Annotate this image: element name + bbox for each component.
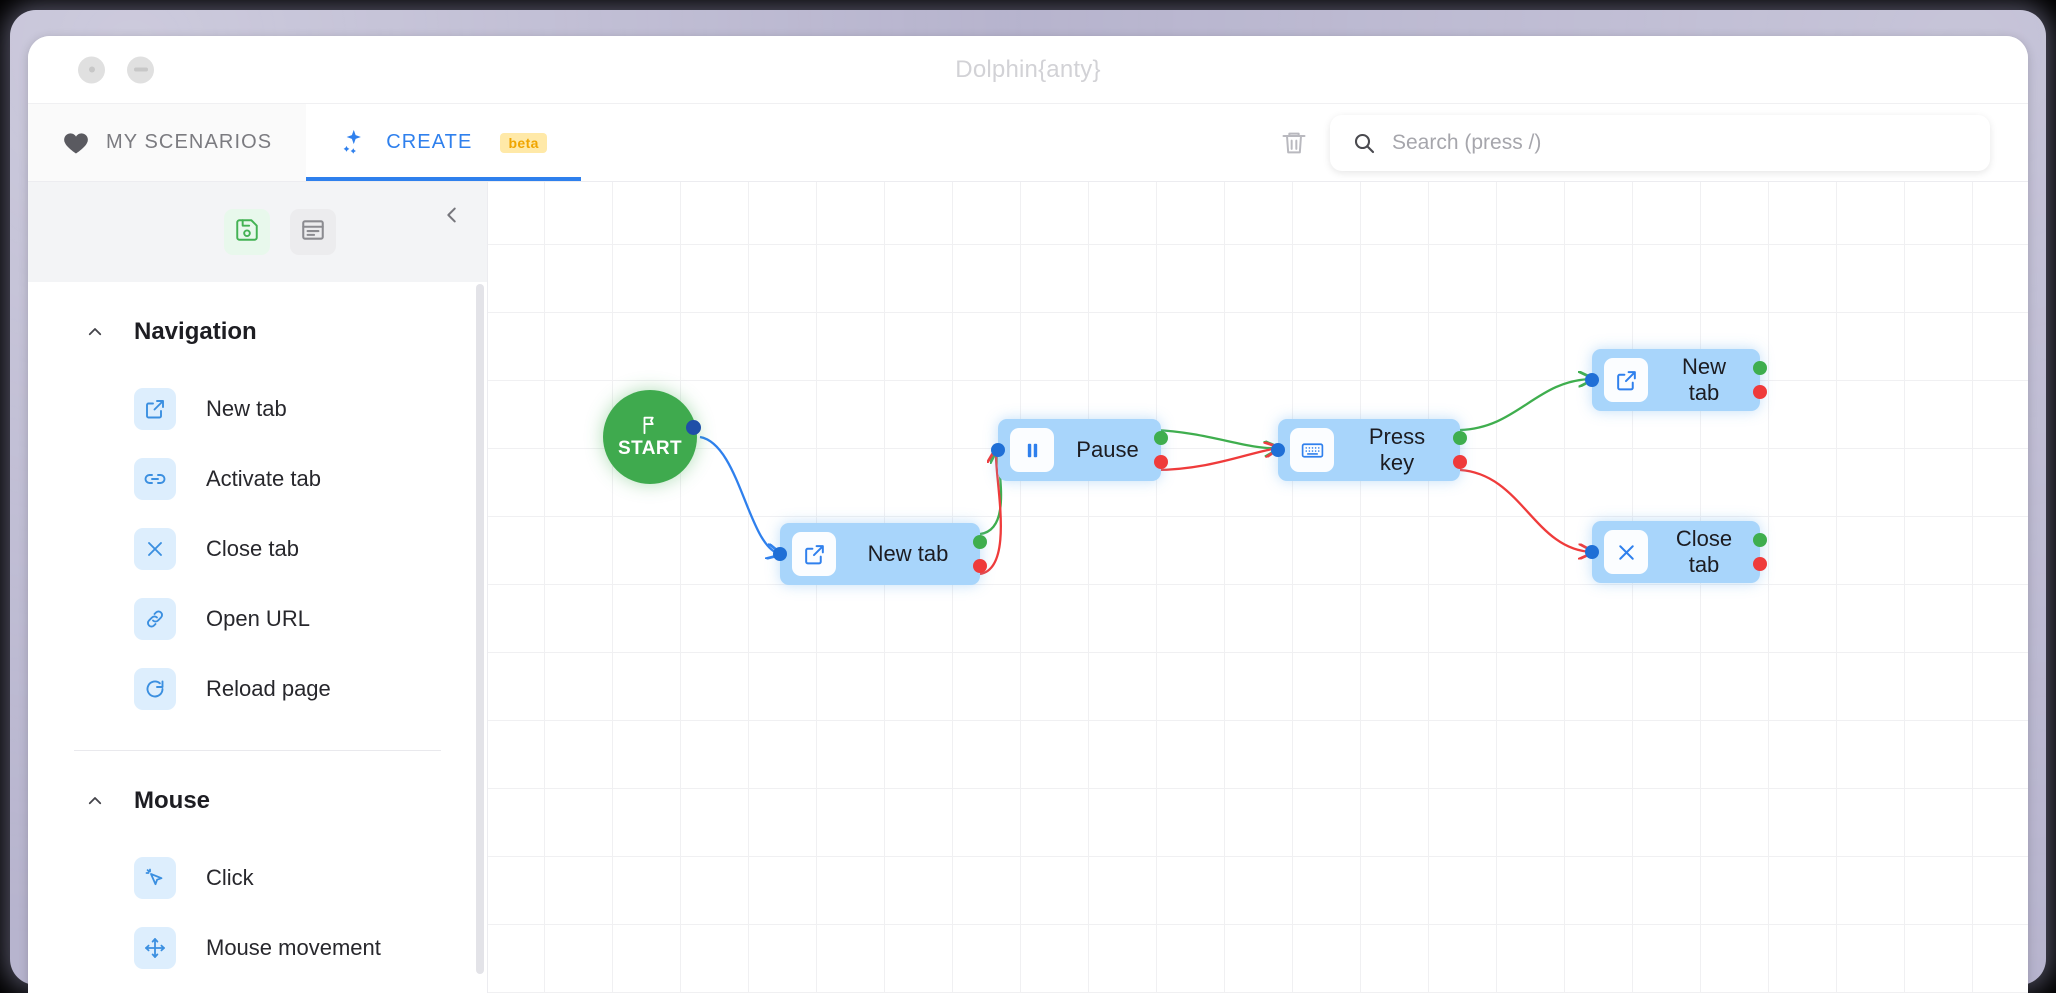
reload-icon [134, 668, 176, 710]
window-close-button[interactable] [78, 56, 105, 83]
sidebar-group-mouse-title: Mouse [134, 787, 211, 814]
flow-node-label: Press key [1368, 424, 1426, 475]
sidebar-group-mouse: Mouse Click [28, 751, 487, 993]
trash-icon[interactable] [1280, 129, 1308, 157]
sidebar-scroll-area: Navigation New tab [28, 282, 487, 993]
sidebar-item-label: Click [206, 865, 254, 890]
sidebar-group-mouse-header[interactable]: Mouse [28, 751, 487, 843]
window-controls [78, 56, 154, 83]
flow-node-press-key[interactable]: Press key [1271, 419, 1467, 481]
sidebar-item-scroll[interactable]: Scroll [28, 983, 487, 993]
pause-icon [1010, 428, 1054, 472]
search-box[interactable] [1330, 114, 1990, 171]
flag-icon [639, 414, 661, 436]
flow-node-start-label: START [618, 438, 682, 459]
chevron-up-icon [86, 792, 104, 810]
sidebar-item-activate-tab[interactable]: Activate tab [28, 444, 487, 514]
port-out-success[interactable] [1154, 431, 1168, 445]
sidebar-item-close-tab[interactable]: Close tab [28, 514, 487, 584]
external-link-icon [134, 388, 176, 430]
port-out-success[interactable] [1453, 431, 1467, 445]
move-arrows-icon [134, 927, 176, 969]
port-in[interactable] [773, 547, 787, 561]
port-in[interactable] [1271, 443, 1285, 457]
page-title: Dolphin{anty} [955, 55, 1101, 83]
sidebar: Navigation New tab [28, 182, 488, 993]
beta-badge: beta [500, 132, 547, 153]
notes-button[interactable] [290, 209, 336, 255]
flow-node-label: New tab [1681, 354, 1726, 405]
cursor-click-icon [134, 857, 176, 899]
flow-node-pause[interactable]: Pause [991, 419, 1168, 481]
sidebar-group-navigation-header[interactable]: Navigation [28, 282, 487, 374]
external-link-icon [792, 532, 836, 576]
flow-node-close-tab[interactable]: Close tab [1585, 521, 1767, 583]
chain-link-icon [134, 598, 176, 640]
sidebar-item-label: New tab [206, 396, 287, 421]
flow-node-label: New tab [867, 541, 949, 566]
tab-my-scenarios-label: MY SCENARIOS [106, 131, 273, 153]
sidebar-divider [74, 750, 441, 751]
search-input[interactable] [1392, 130, 1968, 155]
sidebar-item-mouse-movement[interactable]: Mouse movement [28, 913, 487, 983]
notes-icon [300, 217, 326, 248]
port-out-error[interactable] [1753, 385, 1767, 399]
link-dash-icon [134, 458, 176, 500]
flow-node-new-tab-1[interactable]: New tab [773, 523, 987, 585]
sparkle-icon [340, 128, 370, 158]
port-out-error[interactable] [1753, 557, 1767, 571]
port-out-success[interactable] [973, 535, 987, 549]
port-in[interactable] [1585, 545, 1599, 559]
minimize-bar-icon [133, 67, 148, 72]
tab-bar: MY SCENARIOS CREATE beta [28, 104, 2028, 182]
tab-my-scenarios[interactable]: MY SCENARIOS [28, 104, 307, 181]
sidebar-item-label: Reload page [206, 676, 331, 701]
sidebar-item-open-url[interactable]: Open URL [28, 584, 487, 654]
sidebar-group-navigation: Navigation New tab [28, 282, 487, 751]
sidebar-item-label: Open URL [206, 606, 310, 631]
flow-node-new-tab-2[interactable]: New tab [1585, 349, 1767, 411]
save-scenario-button[interactable] [224, 209, 270, 255]
sidebar-item-reload-page[interactable]: Reload page [28, 654, 487, 724]
sidebar-toolbar [28, 182, 487, 282]
keyboard-icon [1290, 428, 1334, 472]
flow-edges [699, 182, 2028, 576]
heart-icon [62, 129, 90, 157]
sidebar-scrollbar[interactable] [476, 284, 484, 974]
flow-node-label: Pause [1076, 437, 1139, 462]
chevron-up-icon [86, 323, 104, 341]
port-out-error[interactable] [1453, 455, 1467, 469]
sidebar-item-click[interactable]: Click [28, 843, 487, 913]
search-icon [1352, 131, 1376, 155]
save-disk-icon [234, 217, 260, 248]
flow-node-start[interactable]: START [603, 390, 701, 484]
sidebar-item-label: Close tab [206, 536, 299, 561]
flow-canvas[interactable]: START New tab Pause [488, 182, 2028, 993]
sidebar-item-label: Mouse movement [206, 935, 381, 960]
tab-create[interactable]: CREATE beta [306, 104, 581, 181]
window-minimize-button[interactable] [127, 56, 154, 83]
port-out-success[interactable] [1753, 533, 1767, 547]
flow-node-label: Close tab [1675, 526, 1733, 577]
sidebar-collapse-button[interactable] [441, 204, 463, 226]
external-link-icon [1604, 358, 1648, 402]
sidebar-group-navigation-title: Navigation [134, 318, 257, 345]
tab-bar-actions [1280, 104, 2028, 181]
port-in[interactable] [991, 443, 1005, 457]
app-body: Navigation New tab [28, 182, 2028, 993]
app-window: Dolphin{anty} MY SCENARIOS CREATE beta [28, 36, 2028, 993]
port-out-error[interactable] [1154, 455, 1168, 469]
tab-create-label: CREATE [386, 131, 473, 153]
port-out[interactable] [686, 420, 701, 435]
port-in[interactable] [1585, 373, 1599, 387]
port-out-error[interactable] [973, 559, 987, 573]
sidebar-item-label: Activate tab [206, 466, 321, 491]
close-x-icon [1604, 530, 1648, 574]
title-bar: Dolphin{anty} [28, 36, 2028, 104]
port-out-success[interactable] [1753, 361, 1767, 375]
sidebar-item-new-tab[interactable]: New tab [28, 374, 487, 444]
close-x-icon [134, 528, 176, 570]
close-dot-icon [88, 66, 95, 73]
